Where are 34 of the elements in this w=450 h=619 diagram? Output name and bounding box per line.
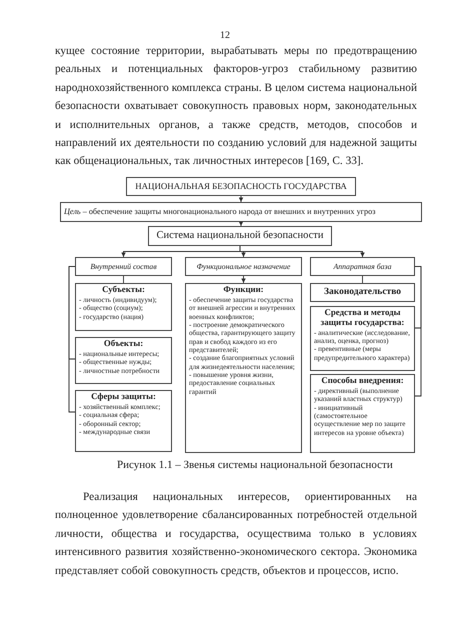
box-title: НАЦИОНАЛЬНАЯ БЕЗОПАСНОСТЬ ГОСУДАРСТВА — [134, 180, 348, 192]
text-box — [185, 257, 302, 276]
text-box — [310, 374, 415, 453]
arrow — [241, 276, 246, 284]
page-number: 12 — [220, 30, 230, 41]
connector-line — [362, 276, 363, 284]
text-box — [126, 177, 356, 196]
arrow — [238, 222, 244, 226]
text-box — [310, 283, 415, 302]
text-box — [75, 283, 172, 331]
connector-line — [123, 276, 124, 284]
box-heading: Сферы защиты: — [90, 392, 157, 402]
box-title: Система национальной безопасности — [156, 229, 324, 242]
text-box — [75, 337, 172, 384]
box-title: Законодательство — [322, 286, 402, 298]
body-paragraph: кущее состояние территории, вырабатывать меры по предотвращению реальных и потенциальных факторов-угроз стабильному развитию народнохозяйственного комплекса страны. В целом система национальной безопасности охватывает совокупность правовых норм, законодательных и исполнительных органов, а также средств, методов, способов и направлений их деятельности по созданию условий для надежной защиты как общенациональных, так личностных интересов [169, С. 33]. — [55, 44, 417, 170]
box-heading: Субъекты: — [101, 285, 146, 295]
text-box — [148, 226, 332, 246]
box-heading: Объекты: — [102, 339, 144, 349]
text-box — [75, 257, 172, 276]
box-title: Цель – обеспечение защиты многонационального народа от внешних и внутренних угроз — [64, 206, 376, 217]
body-paragraph: Реализация национальных интересов, ориентированных на полноценное удовлетворение сбалансированных потребностей отдельной личности, общества и государства, осуществима только в условиях интенсивного развития хозяйственно-экономического сектора. Экономика представляет собой совокупность средств, объектов и процессов, испо. — [55, 490, 417, 579]
text-box — [310, 306, 415, 371]
box-heading: Функции: — [222, 285, 265, 295]
text-box — [185, 283, 302, 453]
box-heading: Способы внедрения: — [320, 376, 405, 386]
figure-caption: Рисунок 1.1 – Звенья системы национальной безопасности — [117, 459, 393, 471]
arrow — [238, 196, 244, 202]
text-box — [60, 202, 422, 222]
connector-line — [68, 266, 76, 412]
text-box — [310, 257, 415, 276]
text-box — [75, 390, 172, 452]
connector-line — [414, 266, 422, 396]
box-heading: Средства и методы защиты государства: — [320, 308, 406, 328]
